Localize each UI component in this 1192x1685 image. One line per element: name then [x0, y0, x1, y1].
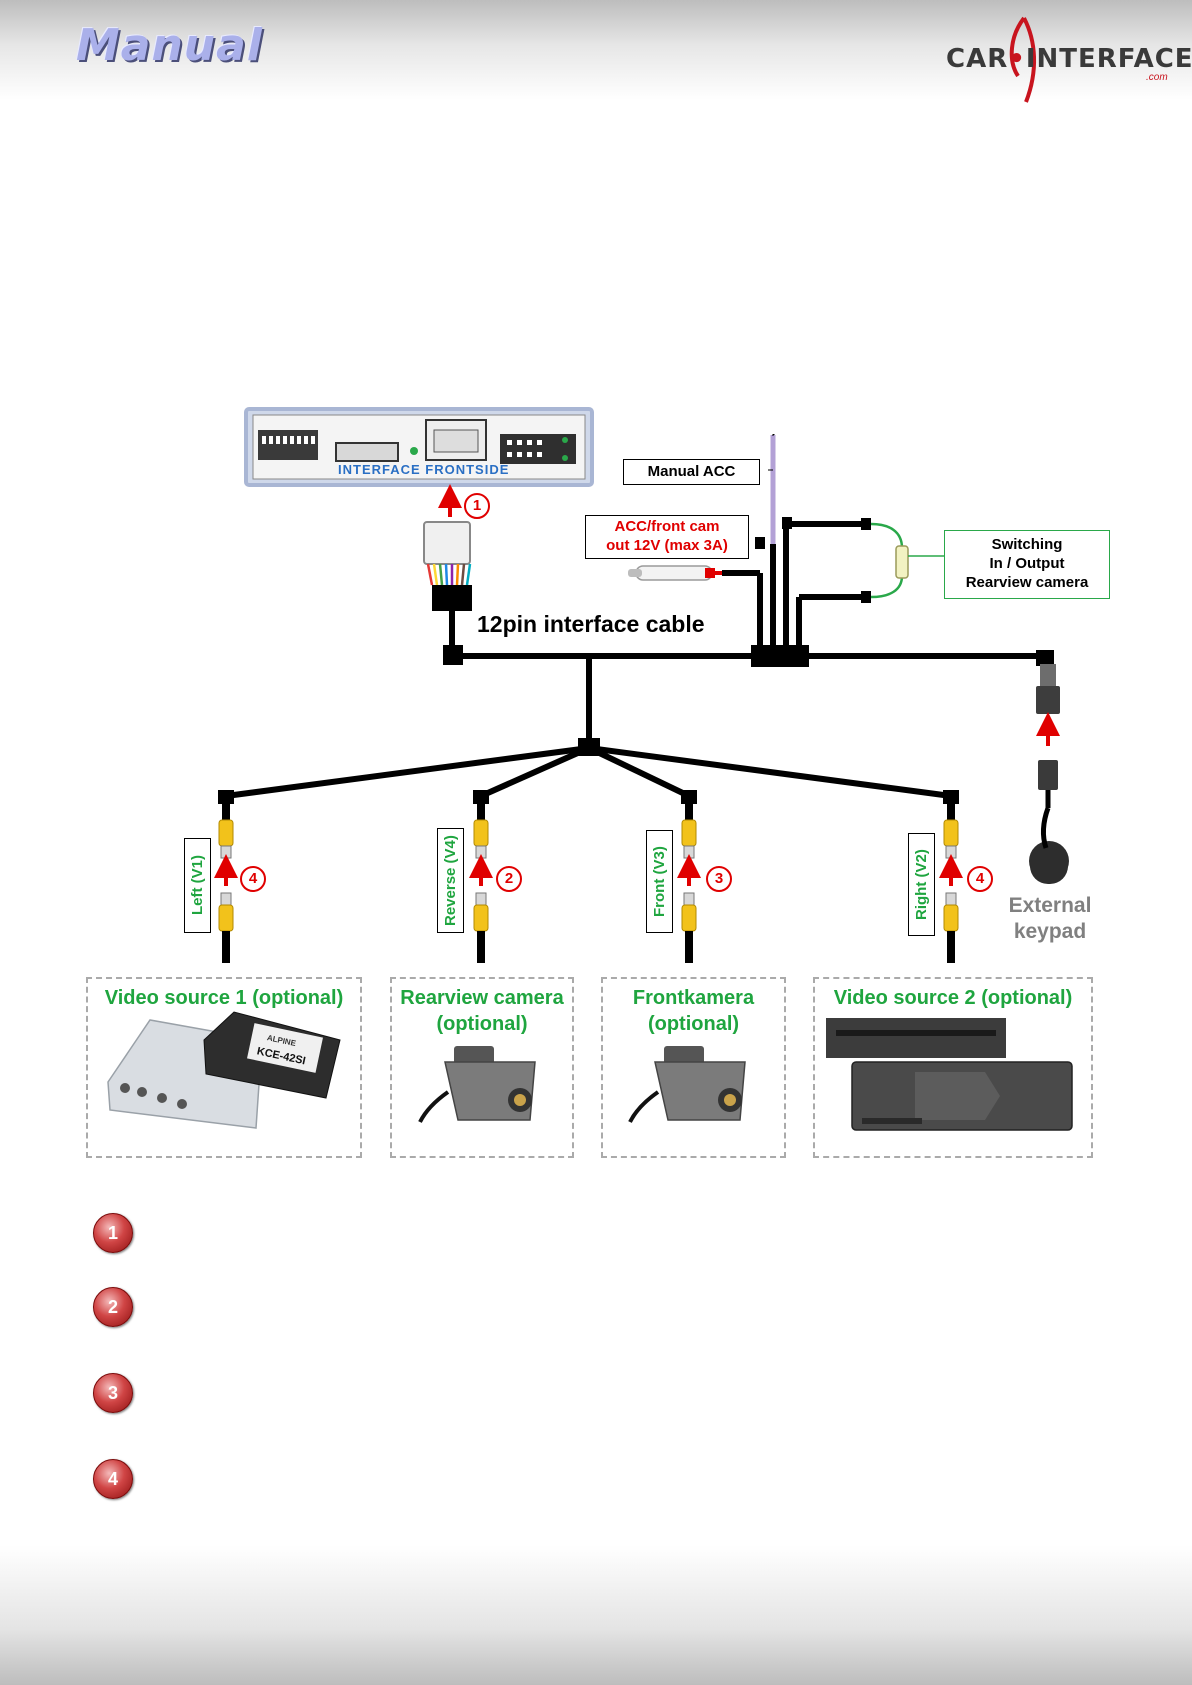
external-keypad [1029, 664, 1069, 884]
twelve-pin-plug [423, 521, 472, 611]
rca-chain-reverse [469, 790, 493, 963]
step-marker-reverse: 2 [496, 866, 522, 892]
frontkamera-title: Frontkamera [632, 987, 755, 1009]
acc-out-label: ACC/front cam out 12V (max 3A) [585, 515, 749, 559]
junction-block [755, 537, 765, 549]
junction-block [751, 645, 809, 667]
interface-module [244, 407, 594, 487]
cable-label: 12pin interface cable [477, 611, 705, 637]
manual-title: Manual [76, 20, 263, 71]
footer-band [0, 1545, 1192, 1685]
external-keypad-label: External keypad [1000, 893, 1100, 946]
junction-block [861, 591, 871, 603]
input-label-front: Front (V3) [646, 830, 673, 933]
video-source-1-device: ALPINE KCE-42SI [107, 1011, 341, 1129]
header-band [0, 0, 1192, 100]
video-source-2-box: Video source 2 (optional) [813, 977, 1093, 1158]
switching-line3: Rearview camera [965, 573, 1089, 591]
rca-chain-left [214, 790, 238, 963]
frontkamera-device [628, 1046, 746, 1123]
switching-line2: In / Output [989, 555, 1065, 573]
rearview-camera-title: Rearview camera [400, 987, 564, 1009]
junction-block [782, 517, 792, 529]
rearview-camera-device [418, 1046, 536, 1123]
legend-bullet-1: 1 [93, 1213, 133, 1253]
step-marker-1: 1 [464, 493, 490, 519]
input-label-reverse: Reverse (V4) [437, 828, 464, 933]
rca-chain-right [939, 790, 963, 963]
external-keypad-line2: keypad [1013, 920, 1087, 944]
junction-block [443, 645, 463, 665]
junction-block [1036, 650, 1054, 666]
video-source-2-title: Video source 2 (optional) [833, 987, 1073, 1009]
switching-wires [870, 522, 904, 599]
rearview-camera-box: Rearview camera (optional) [390, 977, 574, 1158]
acc-out-plug [628, 565, 715, 581]
step-marker-front: 3 [706, 866, 732, 892]
logo-swoosh-icon [1009, 16, 1036, 103]
logo-text-interface: INTERFACE [1025, 44, 1192, 74]
legend-bullet-2: 2 [93, 1287, 133, 1327]
acc-out-line2: out 12V (max 3A) [606, 537, 728, 554]
external-keypad-line1: External [1008, 894, 1092, 917]
car-interface-logo: CAR•INTERFACE .com [944, 16, 1192, 103]
video-source-2-device [826, 1018, 1073, 1131]
legend-bullet-3: 3 [93, 1373, 133, 1413]
junction-block [578, 738, 600, 756]
switching-line1: Switching [991, 536, 1063, 554]
legend-bullet-4: 4 [93, 1459, 133, 1499]
logo-text-car: CAR [946, 44, 1009, 74]
rearview-camera-subtitle: (optional) [436, 1013, 528, 1035]
fuse-icon [895, 545, 909, 579]
step-marker-right: 4 [967, 866, 993, 892]
rca-chain-front [677, 790, 701, 963]
acc-out-line1: ACC/front cam [614, 518, 720, 536]
manual-acc-label: Manual ACC [623, 459, 760, 485]
frontkamera-subtitle: (optional) [647, 1013, 740, 1035]
logo-com: .com [1146, 72, 1168, 83]
video-source-1-title: Video source 1 (optional) [104, 987, 344, 1009]
switching-label: Switching In / Output Rearview camera [944, 530, 1110, 599]
junction-block [861, 518, 871, 530]
input-label-left: Left (V1) [184, 838, 211, 933]
input-label-right: Right (V2) [908, 833, 935, 936]
video-source-1-box: Video source 1 (optional) [86, 977, 362, 1158]
step-marker-left: 4 [240, 866, 266, 892]
main-harness [225, 521, 1049, 799]
frontkamera-box: Frontkamera (optional) [601, 977, 786, 1158]
interface-frontside-label: INTERFACE FRONTSIDE [338, 462, 510, 477]
